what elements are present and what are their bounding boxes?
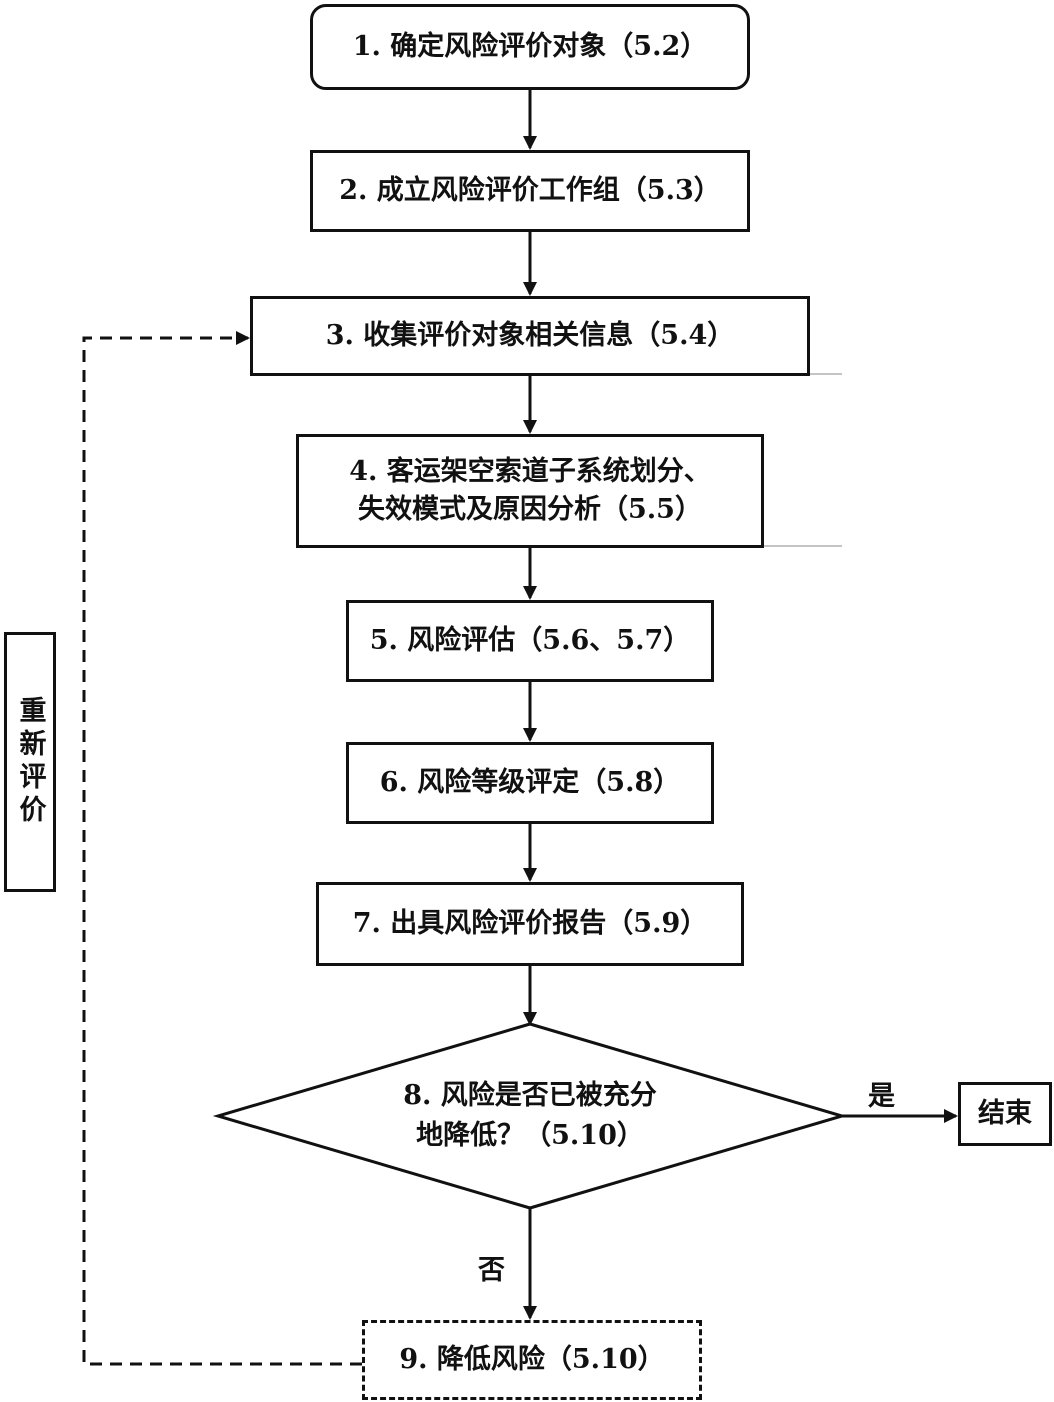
decision-line1: 8. 风险是否已被充分 [403,1080,657,1111]
step-4-box: 4. 客运架空索道子系统划分、 失效模式及原因分析（5.5） [296,434,764,548]
step-3-text: 3. 收集评价对象相关信息（5.4） [325,320,735,351]
step-6-box: 6. 风险等级评定（5.8） [346,742,714,824]
step-9-text: 9. 降低风险（5.10） [399,1344,665,1375]
step-3-box: 3. 收集评价对象相关信息（5.4） [250,296,810,376]
reassess-label: 重新评价 [4,632,56,892]
step-2-text: 2. 成立风险评价工作组（5.3） [339,175,721,206]
step-5-box: 5. 风险评估（5.6、5.7） [346,600,714,682]
step-7-box: 7. 出具风险评价报告（5.9） [316,882,744,966]
reassess-loop [82,331,362,1366]
end-box: 结束 [958,1082,1052,1146]
decision-text: 8. 风险是否已被充分 地降低？（5.10） [330,1076,730,1156]
no-label: 否 [478,1255,505,1286]
step-4-line2: 失效模式及原因分析（5.5） [358,494,702,525]
step-9-box: 9. 降低风险（5.10） [362,1320,702,1400]
step-4-line1: 4. 客运架空索道子系统划分、 [349,456,711,487]
step-2-box: 2. 成立风险评价工作组（5.3） [310,150,750,232]
step-1-box: 1. 确定风险评价对象（5.2） [310,4,750,90]
step-7-text: 7. 出具风险评价报告（5.9） [352,908,708,939]
step-5-text: 5. 风险评估（5.6、5.7） [369,625,691,656]
end-text: 结束 [978,1098,1032,1129]
step-1-text: 1. 确定风险评价对象（5.2） [352,31,708,62]
step-6-text: 6. 风险等级评定（5.8） [379,767,681,798]
yes-label: 是 [868,1081,895,1112]
decision-line2: 地降低？（5.10） [416,1120,644,1151]
